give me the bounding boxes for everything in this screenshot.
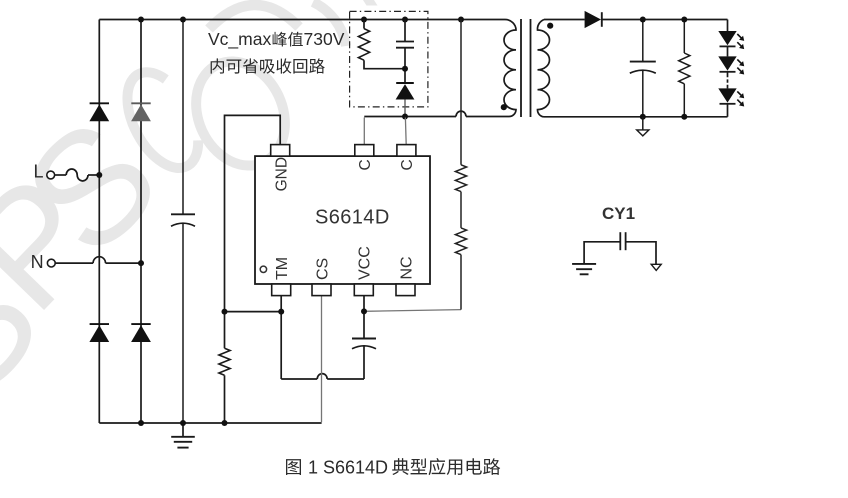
svg-text:TM: TM [274, 257, 291, 280]
svg-text:Vc_max: Vc_max [208, 29, 271, 50]
svg-text:CY1: CY1 [602, 204, 635, 223]
svg-text:L: L [34, 162, 44, 182]
svg-text:C: C [399, 159, 416, 170]
svg-text:730V: 730V [304, 29, 345, 49]
svg-text:VCC: VCC [357, 246, 374, 280]
svg-text:NC: NC [398, 256, 415, 279]
svg-text:N: N [31, 252, 44, 272]
svg-text:1 S6614D: 1 S6614D [308, 458, 388, 478]
svg-text:C: C [357, 159, 374, 170]
svg-text:CS: CS [314, 258, 331, 280]
svg-text:S6614D: S6614D [315, 207, 390, 229]
svg-text:GND: GND [274, 157, 291, 191]
